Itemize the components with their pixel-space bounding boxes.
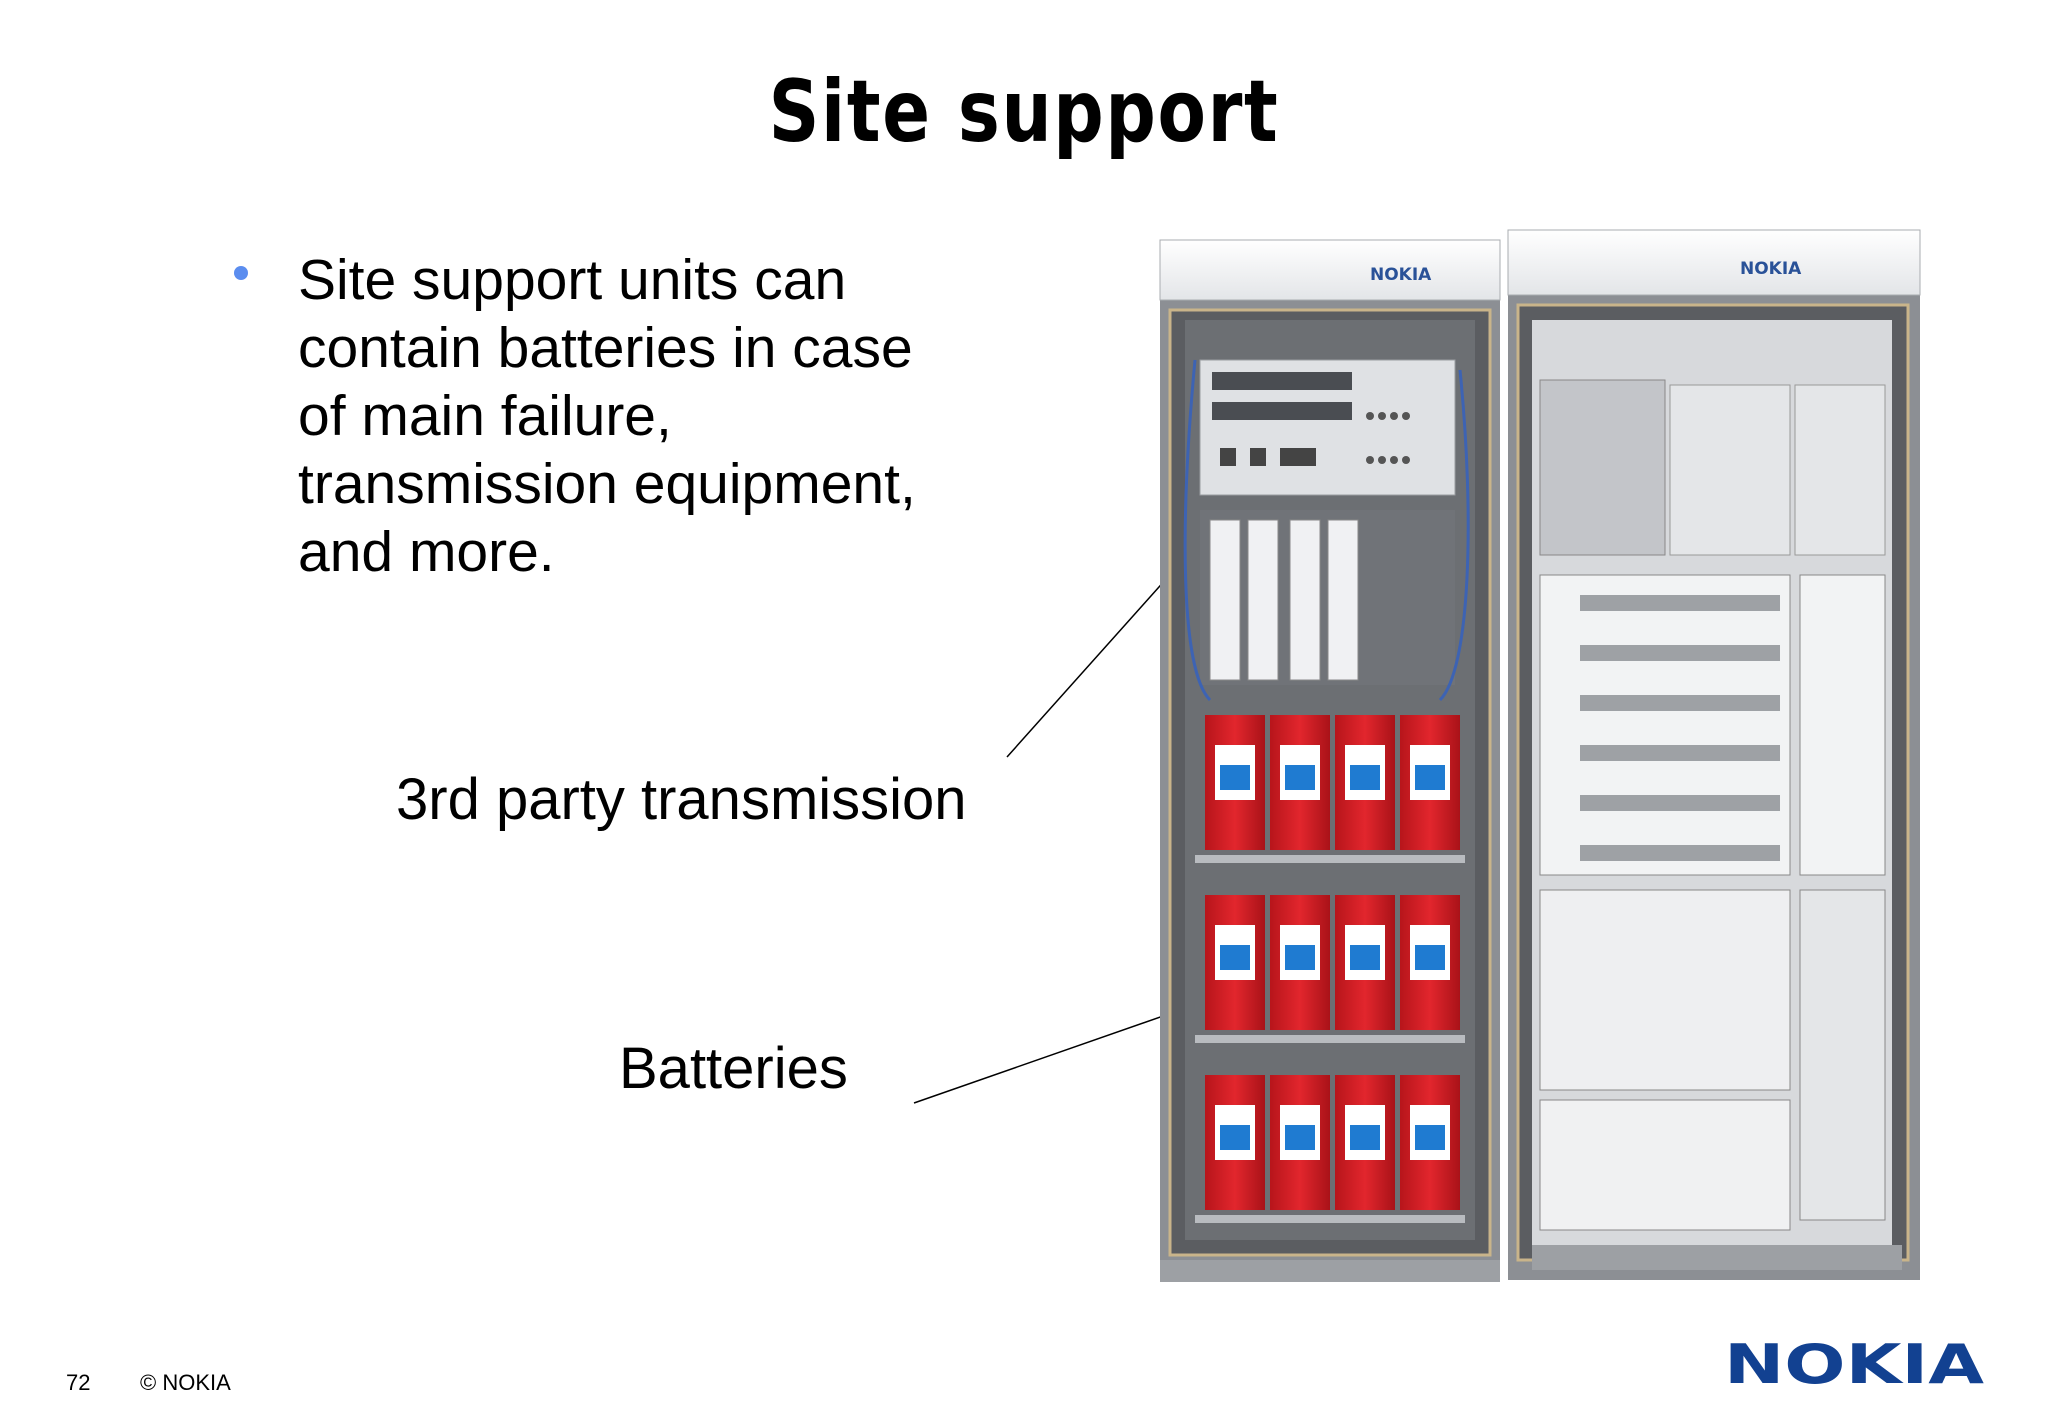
- bullet-marker: [234, 266, 248, 280]
- battery-row-2: [1205, 895, 1460, 1030]
- right-cabinet: NOKIA: [1507, 229, 1921, 1280]
- cabinet-logo-left: NOKIA: [1370, 265, 1432, 285]
- battery-row-1: [1205, 715, 1460, 850]
- bullet-item: Site support units can contain batteries…: [298, 248, 916, 584]
- battery-row-3: [1205, 1075, 1460, 1210]
- nokia-logo: NOKIA: [1724, 1338, 1984, 1388]
- callout-batteries: Batteries: [619, 1036, 848, 1101]
- nokia-logo-text: NOKIA: [1724, 1338, 1984, 1388]
- cabinet-logo-right: NOKIA: [1740, 259, 1802, 279]
- copyright: © NOKIA: [140, 1370, 231, 1395]
- page-number: 72: [66, 1370, 91, 1395]
- left-cabinet: NOKIA: [1159, 239, 1501, 1282]
- slide-title: Site support: [768, 62, 1280, 162]
- callout-transmission: 3rd party transmission: [396, 767, 967, 832]
- cabinet-illustration: NOKIA: [1159, 229, 1921, 1282]
